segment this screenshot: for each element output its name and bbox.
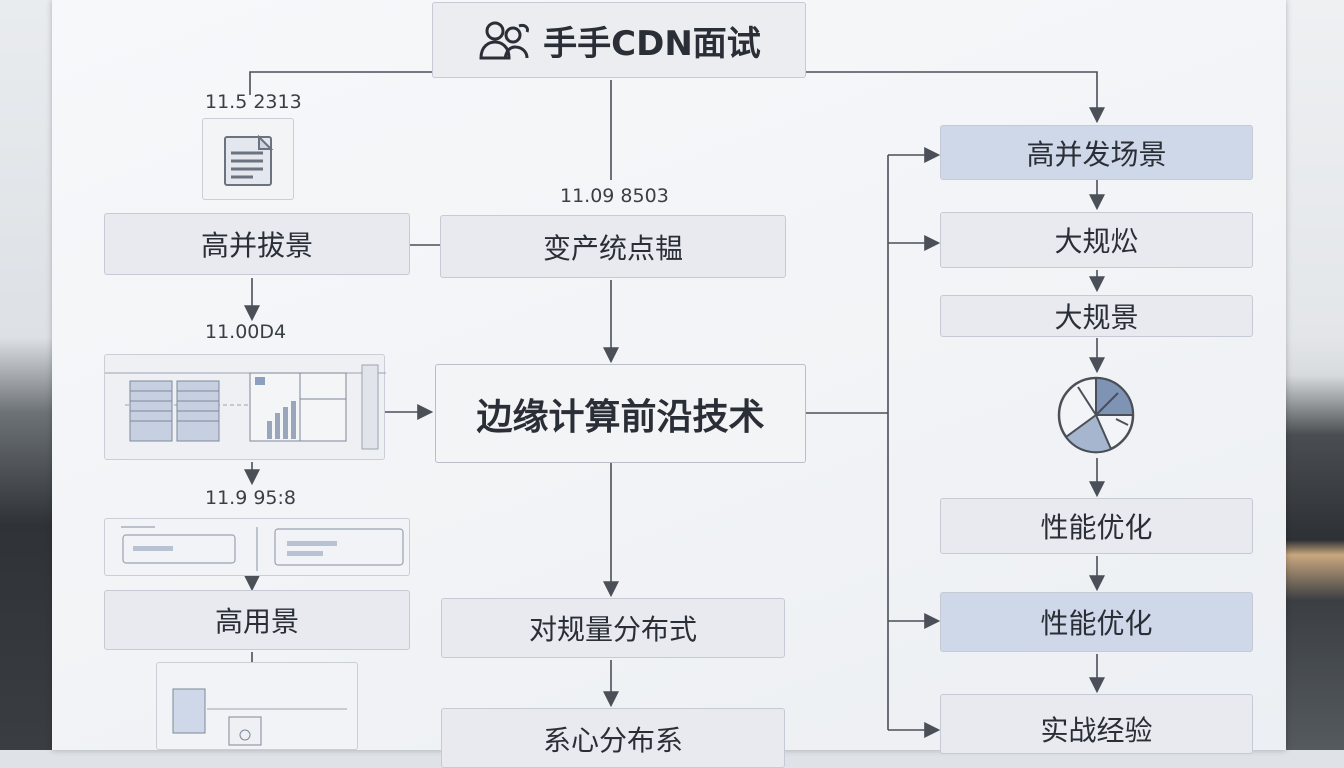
middle-box-3: 系心分布系: [441, 708, 785, 768]
right-box-4: 性能优化: [940, 498, 1253, 554]
dashboard-panel: [104, 354, 386, 460]
title-text: 手手CDN面试: [543, 23, 761, 64]
right-box-3: 大规景: [940, 295, 1253, 337]
title-box: 手手CDN面试: [432, 2, 806, 78]
right-box-6: 实战经验: [940, 694, 1253, 754]
dashboard-illustration: [105, 364, 386, 450]
document-icon: [224, 134, 274, 186]
right-box-5: 性能优化: [940, 592, 1253, 652]
office-background-right: [1286, 0, 1344, 750]
whiteboard: 手手CDN面试 11.5 2313 高并拔景 11.00D4: [52, 0, 1286, 768]
form-illustration: [121, 526, 404, 571]
form-panel: [104, 518, 410, 576]
middle-box-2: 对规量分布式: [441, 598, 785, 658]
people-icon: [477, 18, 533, 62]
middle-number-1: 11.09 8503: [560, 185, 669, 207]
right-box-1: 高并发场景: [940, 125, 1253, 180]
left-number-2: 11.00D4: [205, 321, 287, 343]
left-number-1: 11.5 2313: [205, 91, 302, 113]
left-number-3: 11.9 95:8: [205, 487, 297, 509]
chart-illustration: [172, 688, 347, 746]
left-box-1: 高并拔景: [104, 213, 410, 275]
connector-lines: [244, 71, 1105, 738]
left-box-2: 高用景: [104, 590, 410, 650]
center-box: 边缘计算前沿技术: [435, 364, 806, 463]
chart-panel: [156, 662, 358, 750]
middle-box-1: 变产统点韫: [440, 215, 786, 278]
document-panel: [202, 118, 294, 200]
right-box-2: 大规炂: [940, 212, 1253, 268]
pie-chart-icon: [1056, 375, 1136, 455]
office-background-left: [0, 0, 52, 750]
